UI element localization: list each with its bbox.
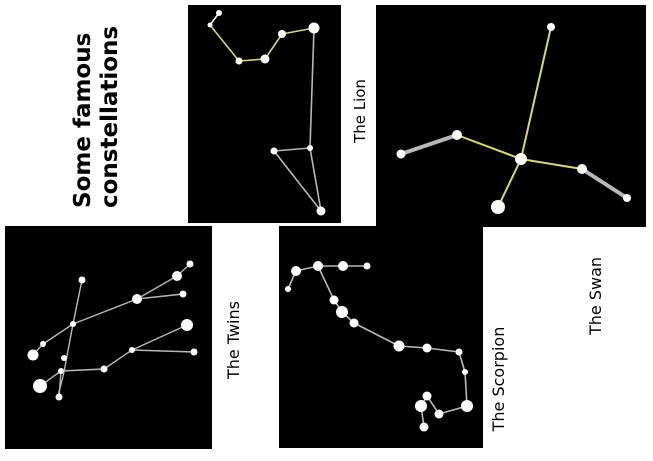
scorpion-star (285, 286, 291, 292)
twins-line (43, 324, 73, 344)
lion-star (317, 207, 326, 216)
scorpion-star (364, 263, 371, 270)
lion-line (210, 25, 239, 61)
swan-line (521, 159, 582, 169)
twins-line (59, 371, 61, 397)
scorpion-star (461, 400, 473, 412)
swan-constellation (376, 5, 646, 227)
lion-star (307, 145, 313, 151)
twins-line (104, 350, 132, 369)
scorpion-star (435, 410, 444, 419)
lion-panel (188, 5, 341, 223)
twins-star (132, 294, 142, 304)
swan-star (577, 164, 587, 174)
twins-star (70, 321, 76, 327)
twins-line (132, 325, 187, 350)
scorpion-star (394, 341, 405, 352)
lion-star (278, 30, 286, 38)
twins-star (61, 355, 67, 361)
lion-star (309, 23, 320, 34)
twins-line (132, 350, 194, 352)
lion-label: The Lion (349, 66, 371, 156)
scorpion-star (291, 266, 301, 276)
lion-line (310, 148, 321, 211)
title-line-2: constellations (97, 48, 124, 208)
lion-line (310, 28, 314, 148)
twins-star (33, 379, 47, 393)
twins-line (64, 324, 73, 372)
lion-star (208, 23, 213, 28)
twins-star (58, 368, 64, 374)
scorpion-constellation (279, 226, 483, 448)
scorpion-star (338, 261, 348, 271)
twins-panel (5, 226, 212, 449)
lion-line (274, 151, 321, 211)
scorpion-star (420, 423, 429, 432)
scorpion-star (336, 306, 348, 318)
twins-label: The Twins (223, 290, 245, 390)
swan-star (623, 194, 631, 202)
lion-line (265, 34, 282, 59)
scorpion-label: The Scorpion (488, 317, 510, 441)
scorpion-line (318, 266, 334, 300)
swan-line (582, 169, 627, 198)
lion-line (274, 148, 310, 151)
scorpion-line (354, 323, 399, 346)
swan-line (521, 27, 551, 159)
swan-line (401, 135, 457, 154)
swan-star (452, 130, 462, 140)
lion-star (261, 55, 270, 64)
twins-star (101, 366, 108, 373)
swan-star (491, 200, 505, 214)
twins-star (28, 350, 39, 361)
twins-star (56, 394, 63, 401)
title-line-1: Some famous (70, 48, 97, 208)
swan-star (547, 23, 555, 31)
scorpion-star (423, 392, 432, 401)
twins-star (180, 291, 187, 298)
lion-constellation (188, 5, 341, 223)
swan-line (498, 159, 521, 207)
scorpion-panel (279, 226, 483, 448)
twins-constellation (5, 226, 212, 449)
swan-star (515, 153, 527, 165)
swan-panel (376, 5, 646, 227)
scorpion-star (415, 400, 427, 412)
lion-star (216, 10, 222, 16)
twins-star (79, 277, 86, 284)
twins-line (73, 280, 82, 324)
scorpion-star (456, 349, 463, 356)
twins-star (172, 271, 182, 281)
twins-star (40, 341, 46, 347)
lion-star (271, 148, 278, 155)
swan-star (397, 150, 406, 159)
swan-label: The Swan (585, 251, 607, 341)
twins-line (73, 299, 137, 324)
scorpion-star (462, 369, 468, 375)
twins-star (129, 347, 135, 353)
twins-star (191, 349, 198, 356)
scorpion-star (330, 296, 339, 305)
twins-line (61, 369, 104, 371)
twins-star (187, 261, 194, 268)
scorpion-line (427, 348, 459, 352)
twins-star (181, 319, 193, 331)
page-title: Some famous constellations (70, 48, 126, 208)
lion-star (236, 58, 243, 65)
scorpion-star (350, 319, 359, 328)
scorpion-star (423, 344, 432, 353)
swan-line (457, 135, 521, 159)
scorpion-star (313, 261, 323, 271)
